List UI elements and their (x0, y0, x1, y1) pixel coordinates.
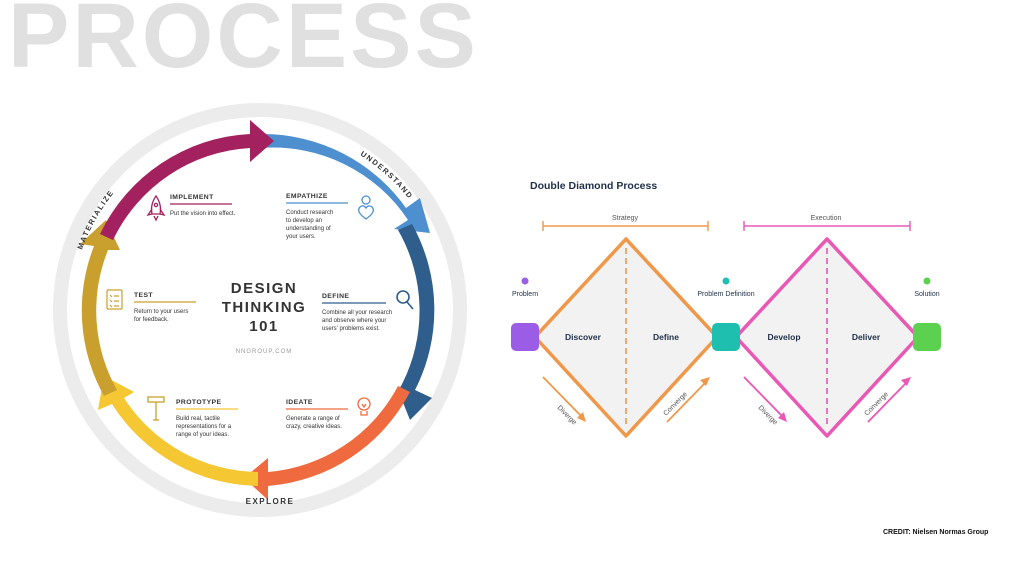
stage-desc-empathize: Conduct research (286, 210, 333, 216)
stage-desc-define: and observe where your (322, 318, 386, 324)
stage-desc-define: Combine all your research (322, 310, 392, 316)
stage-desc-ideate: Generate a range of (286, 416, 340, 422)
stage-blocks: EMPATHIZE Conduct research to develop an un… (134, 193, 392, 438)
segment-prototype (98, 376, 258, 486)
design-thinking-diagram: UNDERSTAND MATERIALIZE EXPLORE DESIGN TH… (53, 103, 467, 517)
stage-desc-prototype: Build real, tactile (176, 416, 221, 422)
problem-node (511, 323, 539, 351)
lightbulb-icon (357, 397, 371, 416)
outer-ring (53, 103, 467, 517)
stage-title-test: TEST (134, 292, 153, 299)
diverge-label-1: Diverge (556, 404, 578, 426)
diverge-arrow-2 (743, 376, 787, 422)
phase-deliver: Deliver (852, 332, 881, 342)
stage-desc-define: users' problems exist. (322, 326, 380, 332)
strategy-bracket (542, 221, 709, 231)
stage-title-implement: IMPLEMENT (170, 194, 214, 201)
converge-arrow-1 (666, 377, 710, 423)
segment-empathize (261, 133, 430, 233)
problem-definition-dot (722, 277, 730, 285)
phase-develop: Develop (767, 332, 800, 342)
stage-desc-prototype: range of your ideas. (176, 432, 229, 438)
center-title-line1: DESIGN (231, 280, 298, 297)
segment-define (398, 224, 435, 420)
execution-bracket (743, 221, 911, 231)
problem-dot (521, 277, 529, 285)
stage-desc-ideate: crazy, creative ideas. (286, 424, 342, 430)
stage-desc-empathize: to develop an (286, 218, 322, 224)
center-site-label: NNGROUP.COM (236, 349, 293, 355)
stage-title-empathize: EMPATHIZE (286, 193, 328, 200)
problem-definition-node (712, 323, 740, 351)
strategy-label: Strategy (612, 215, 639, 222)
solution-node (913, 323, 941, 351)
hammer-icon (147, 396, 165, 421)
point-label-problem-definition: Problem Definition (697, 291, 754, 298)
double-diamond-diagram: Double Diamond Process Strategy Executio… (511, 180, 941, 438)
diverge-arrow-1 (542, 376, 586, 422)
stage-desc-empathize: understanding of (286, 226, 331, 232)
slide-title: PROCESS (8, 0, 479, 87)
stage-title-ideate: IDEATE (286, 399, 313, 406)
stage-desc-test: for feedback. (134, 317, 169, 323)
magnifier-icon (396, 290, 414, 310)
stage-title-define: DEFINE (322, 293, 349, 300)
diverge-label-2: Diverge (757, 404, 779, 426)
stage-title-prototype: PROTOTYPE (176, 399, 221, 406)
credit-label: CREDIT: Nielsen Normas Group (883, 529, 989, 536)
point-label-solution: Solution (914, 291, 939, 298)
point-label-problem: Problem (512, 291, 538, 298)
double-diamond-title: Double Diamond Process (530, 180, 657, 192)
segment-test (80, 220, 120, 396)
segment-ideate (244, 386, 410, 500)
converge-arrow-2 (867, 377, 911, 423)
ring-label-explore: EXPLORE (246, 497, 295, 506)
stage-desc-test: Return to your users (134, 309, 188, 315)
stage-desc-empathize: your users. (286, 234, 316, 240)
rocket-icon (146, 194, 166, 222)
phase-define: Define (653, 332, 679, 342)
stage-desc-implement: Put the vision into effect. (170, 211, 236, 217)
center-title-line3: 101 (249, 318, 279, 335)
center-title-line2: THINKING (222, 299, 307, 316)
phase-discover: Discover (565, 332, 602, 342)
checklist-icon (106, 289, 123, 310)
execution-label: Execution (811, 215, 842, 222)
stage-desc-prototype: representations for a (176, 424, 232, 430)
heart-person-icon (358, 195, 374, 220)
segment-implement (100, 120, 274, 240)
solution-dot (923, 277, 931, 285)
